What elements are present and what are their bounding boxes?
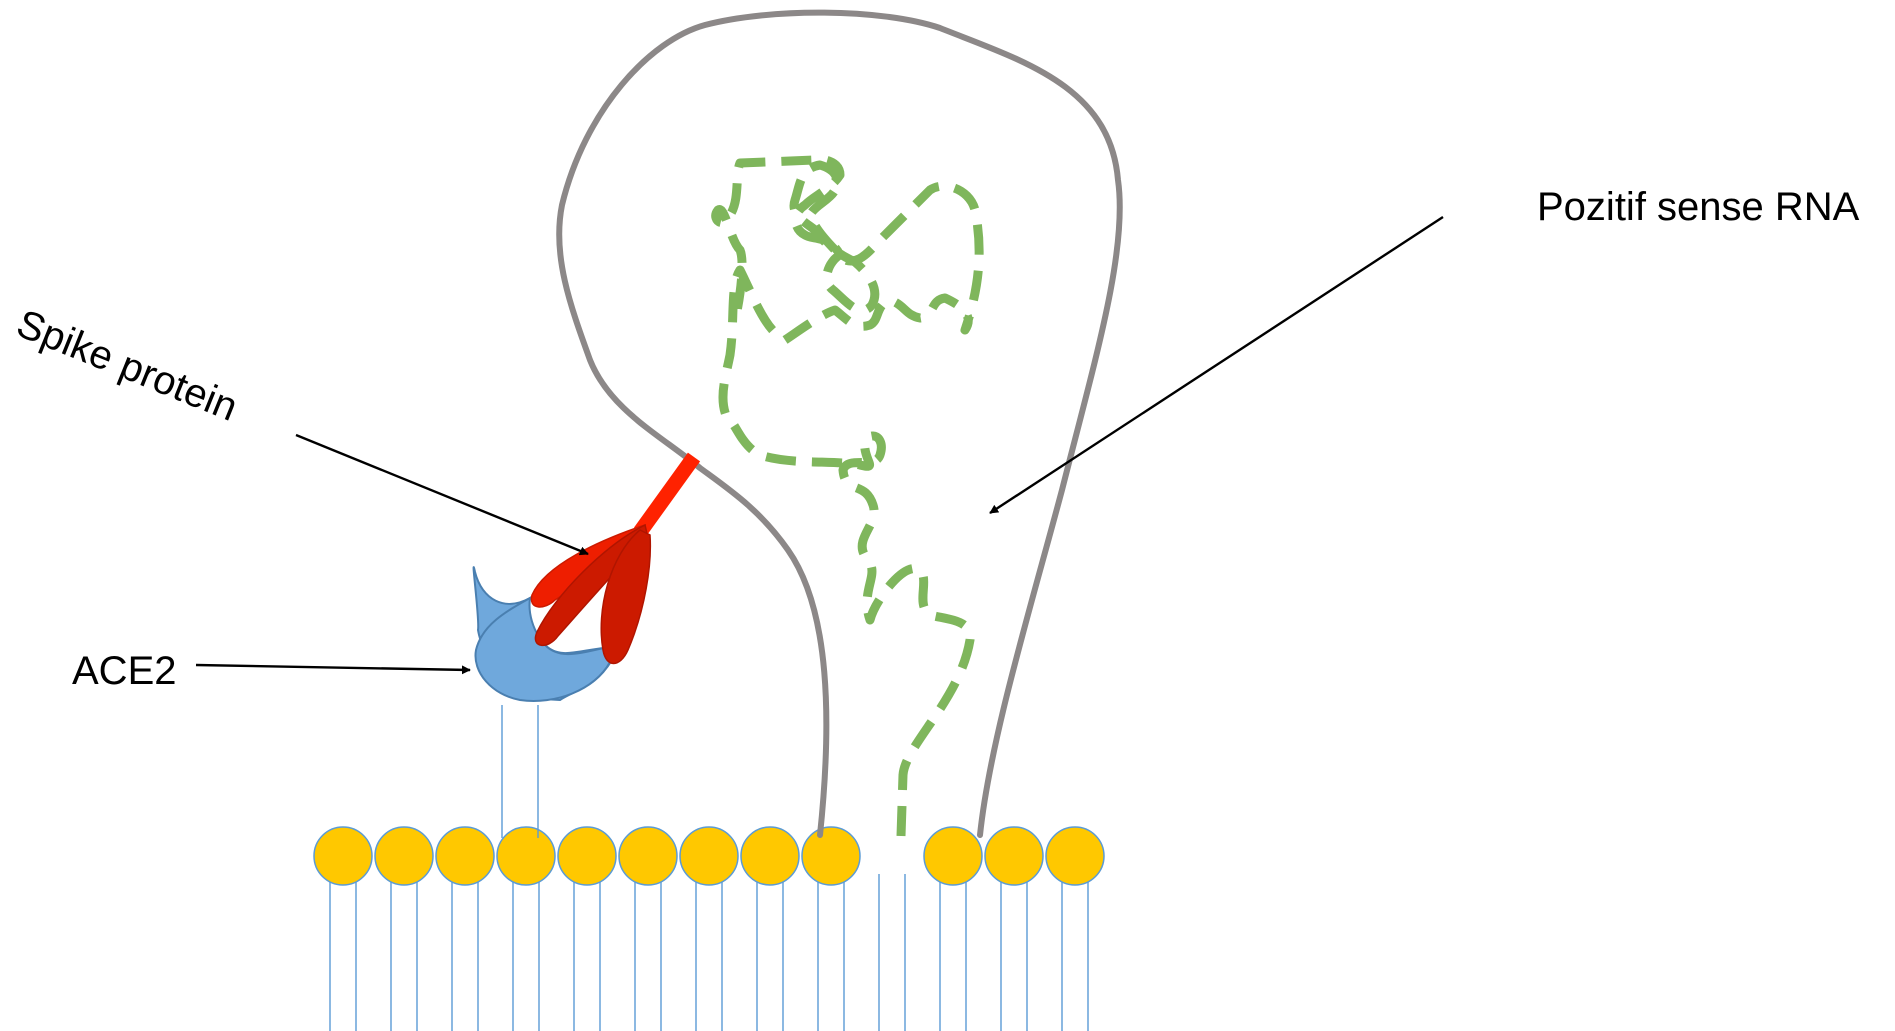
rna-label: Pozitif sense RNA xyxy=(1537,185,1860,229)
membrane-lipid-tails xyxy=(330,874,1088,1031)
spike-stalk xyxy=(640,457,694,532)
spike-protein-pointer xyxy=(296,435,588,554)
lipid-head xyxy=(924,827,982,885)
virus-envelope xyxy=(559,13,1120,835)
ace2-pointer xyxy=(196,665,470,670)
spike-protein xyxy=(531,457,694,664)
lipid-head xyxy=(314,827,372,885)
lipid-head xyxy=(558,827,616,885)
rna-strand xyxy=(716,159,979,836)
lipid-head xyxy=(619,827,677,885)
lipid-head xyxy=(680,827,738,885)
membrane-lipid-heads xyxy=(314,827,1104,885)
lipid-head xyxy=(436,827,494,885)
lipid-head xyxy=(1046,827,1104,885)
ace2-label: ACE2 xyxy=(72,649,177,693)
lipid-head xyxy=(741,827,799,885)
lipid-head xyxy=(802,827,860,885)
lipid-head xyxy=(375,827,433,885)
lipid-head xyxy=(497,827,555,885)
spike-protein-label: Spike protein xyxy=(11,302,244,430)
rna-pointer xyxy=(990,217,1443,513)
lipid-head xyxy=(985,827,1043,885)
cell-membrane xyxy=(314,827,1104,1031)
ace2-anchor xyxy=(502,705,538,838)
